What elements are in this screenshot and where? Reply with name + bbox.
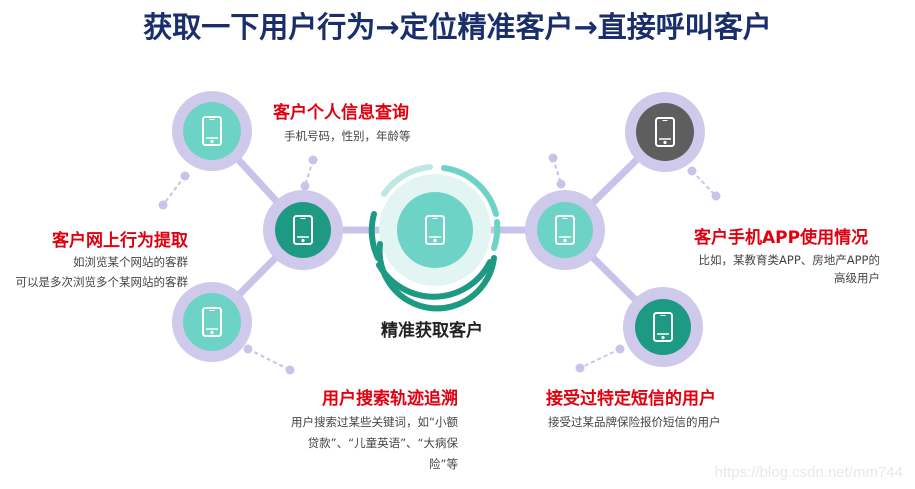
node-mid-right: [525, 190, 605, 270]
node-bottom-left: [172, 282, 252, 362]
heading-top-left: 客户个人信息查询: [273, 103, 409, 123]
node-bottom-right: [623, 287, 703, 367]
watermark: https://blog.csdn.net/mm744: [714, 464, 903, 481]
heading-bottom-left: 用户搜索轨迹追溯: [322, 389, 458, 409]
page-title: 获取一下用户行为→定位精准客户→直接呼叫客户: [143, 10, 772, 44]
center-hub: [368, 164, 501, 312]
node-top-left: [172, 91, 252, 171]
heading-mid-left: 客户网上行为提取: [52, 231, 188, 251]
heading-top-right: 客户手机APP使用情况: [694, 228, 869, 248]
node-mid-left: [263, 190, 343, 270]
desc-top-right-2: 高级用户: [834, 271, 880, 285]
desc-top-right-1: 比如，某教育类APP、房地产APP的: [698, 253, 880, 267]
desc-mid-left-2: 可以是多次浏览多个某网站的客群: [15, 275, 189, 289]
decorative-dots: [158, 153, 721, 375]
desc-bottom-left-2: 贷款”、“儿童英语”、“大病保: [307, 436, 458, 450]
desc-mid-left-1: 如浏览某个网站的客群: [73, 255, 188, 269]
heading-bottom-right: 接受过特定短信的用户: [546, 389, 716, 409]
desc-bottom-left-1: 用户搜索过某些关键词，如“小额: [291, 415, 458, 429]
desc-top-left: 手机号码，性别，年龄等: [284, 129, 411, 143]
desc-bottom-left-3: 险”等: [429, 457, 458, 471]
center-label: 精准获取客户: [381, 321, 483, 341]
desc-bottom-right: 接受过某品牌保险报价短信的用户: [548, 415, 721, 429]
node-top-right: [625, 92, 705, 172]
